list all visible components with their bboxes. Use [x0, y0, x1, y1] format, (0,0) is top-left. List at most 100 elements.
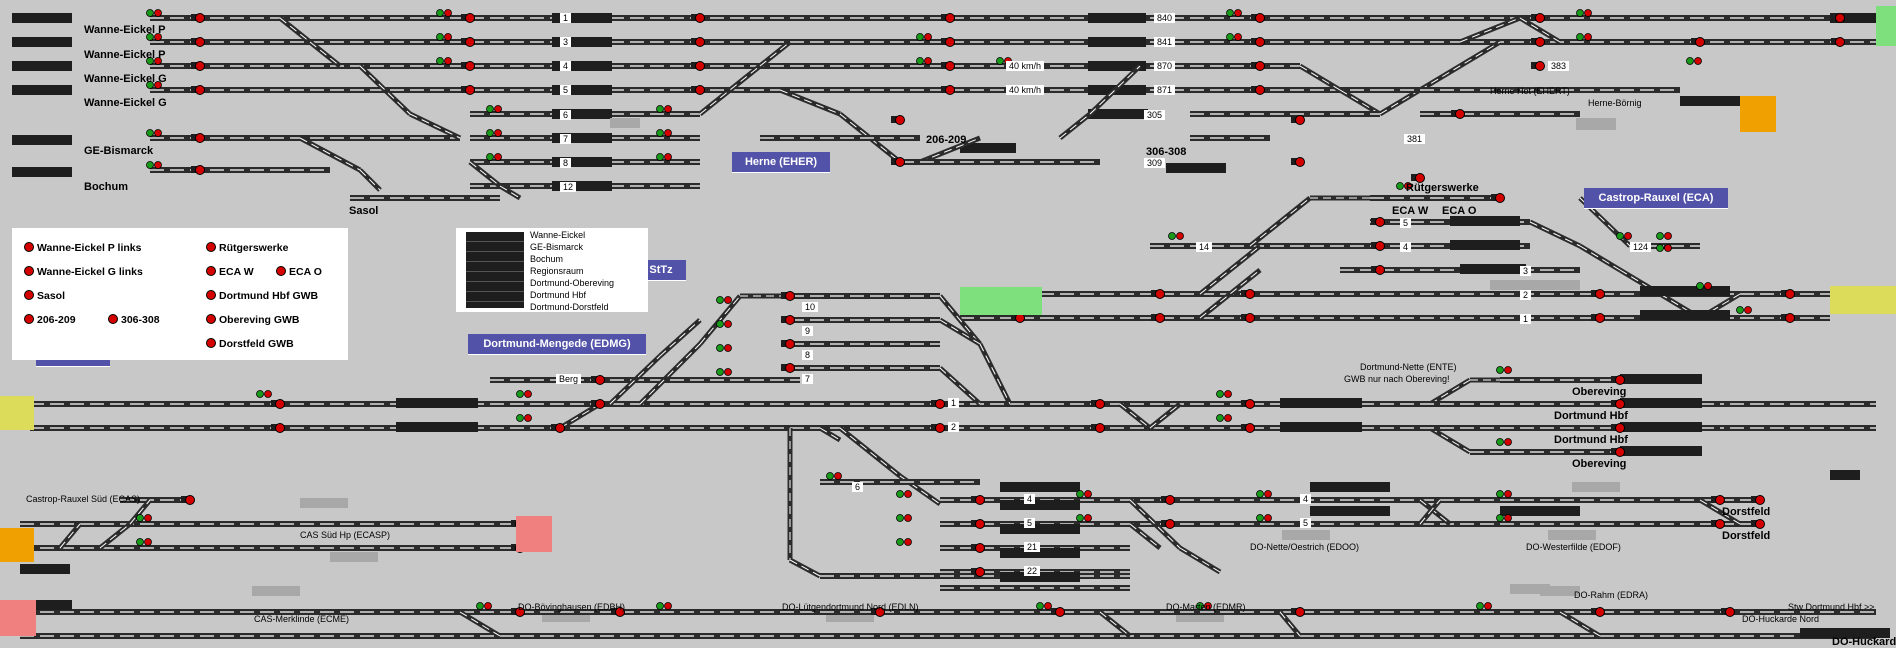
- signal-green-icon[interactable]: [486, 153, 494, 161]
- station-herne[interactable]: Herne (EHER): [732, 152, 830, 173]
- block-section[interactable]: [552, 13, 612, 23]
- block-section[interactable]: [1166, 163, 1226, 173]
- signal-icon[interactable]: [945, 13, 955, 23]
- signal-icon[interactable]: [1615, 423, 1625, 433]
- track-number-tag[interactable]: 9: [802, 326, 814, 336]
- track-number-tag[interactable]: 7: [560, 134, 572, 144]
- signal-green-icon[interactable]: [716, 344, 724, 352]
- block-section[interactable]: [552, 109, 612, 119]
- signal-icon[interactable]: [1835, 13, 1845, 23]
- track-number-tag[interactable]: 381: [1404, 134, 1426, 144]
- signal-red-icon[interactable]: [524, 414, 532, 422]
- signal-red-icon[interactable]: [154, 57, 162, 65]
- signal-green-icon[interactable]: [1496, 366, 1504, 374]
- signal-red-icon[interactable]: [1224, 414, 1232, 422]
- signal-red-icon[interactable]: [1504, 438, 1512, 446]
- signal-icon[interactable]: [785, 291, 795, 301]
- signal-red-icon[interactable]: [1664, 232, 1672, 240]
- block-section[interactable]: [1280, 398, 1362, 408]
- signal-green-icon[interactable]: [1256, 514, 1264, 522]
- signal-red-icon[interactable]: [494, 105, 502, 113]
- signal-green-icon[interactable]: [436, 33, 444, 41]
- block-section[interactable]: [1310, 506, 1390, 516]
- exit-box-green-mid[interactable]: [960, 287, 1042, 315]
- signal-red-icon[interactable]: [664, 105, 672, 113]
- signal-icon[interactable]: [1245, 399, 1255, 409]
- signal-red-icon[interactable]: [1484, 602, 1492, 610]
- block-section[interactable]: [12, 13, 72, 23]
- signal-red-icon[interactable]: [1584, 33, 1592, 41]
- signal-icon[interactable]: [195, 85, 205, 95]
- track-number-tag[interactable]: 870: [1154, 61, 1176, 71]
- block-section[interactable]: [1500, 506, 1580, 516]
- signal-green-icon[interactable]: [1496, 490, 1504, 498]
- block-section[interactable]: [1088, 13, 1146, 23]
- signal-icon[interactable]: [1715, 495, 1725, 505]
- permission-dorstfeld-gwb[interactable]: Dorstfeld GWB: [206, 338, 294, 350]
- signal-icon[interactable]: [1155, 289, 1165, 299]
- signal-green-icon[interactable]: [1736, 306, 1744, 314]
- track-number-tag[interactable]: 1: [1520, 314, 1532, 324]
- exit-box-ecasp-pink[interactable]: [516, 516, 552, 552]
- block-section[interactable]: [1000, 482, 1080, 492]
- signal-red-icon[interactable]: [664, 602, 672, 610]
- signal-green-icon[interactable]: [516, 414, 524, 422]
- block-section[interactable]: [1088, 61, 1146, 71]
- signal-icon[interactable]: [1595, 607, 1605, 617]
- signal-icon[interactable]: [465, 61, 475, 71]
- block-section[interactable]: [552, 157, 612, 167]
- signal-red-icon[interactable]: [1664, 244, 1672, 252]
- signal-red-icon[interactable]: [524, 390, 532, 398]
- signal-icon[interactable]: [1535, 37, 1545, 47]
- signal-icon[interactable]: [975, 543, 985, 553]
- track-number-tag[interactable]: 22: [1024, 566, 1041, 576]
- signal-red-icon[interactable]: [834, 472, 842, 480]
- block-section[interactable]: [12, 135, 72, 145]
- signal-red-icon[interactable]: [1504, 366, 1512, 374]
- signal-green-icon[interactable]: [896, 538, 904, 546]
- signal-red-icon[interactable]: [724, 344, 732, 352]
- track-number-tag[interactable]: Berg: [556, 374, 582, 384]
- block-section[interactable]: [396, 398, 478, 408]
- signal-red-icon[interactable]: [904, 490, 912, 498]
- block-section[interactable]: [1680, 96, 1740, 106]
- signal-red-icon[interactable]: [1264, 490, 1272, 498]
- signal-green-icon[interactable]: [436, 9, 444, 17]
- track-number-tag[interactable]: 5: [1400, 218, 1412, 228]
- signal-icon[interactable]: [595, 399, 605, 409]
- signal-red-icon[interactable]: [1744, 306, 1752, 314]
- signal-green-icon[interactable]: [1076, 490, 1084, 498]
- signal-icon[interactable]: [195, 133, 205, 143]
- signal-green-icon[interactable]: [146, 9, 154, 17]
- signal-icon[interactable]: [1245, 313, 1255, 323]
- block-section[interactable]: [960, 143, 1016, 153]
- block-section[interactable]: [12, 85, 72, 95]
- signal-green-icon[interactable]: [916, 57, 924, 65]
- signal-green-icon[interactable]: [486, 129, 494, 137]
- track-number-tag[interactable]: 841: [1154, 37, 1176, 47]
- signal-red-icon[interactable]: [1084, 490, 1092, 498]
- block-section[interactable]: [552, 61, 612, 71]
- signal-icon[interactable]: [1785, 289, 1795, 299]
- signal-icon[interactable]: [1255, 61, 1265, 71]
- signal-green-icon[interactable]: [1226, 33, 1234, 41]
- signal-icon[interactable]: [935, 423, 945, 433]
- track-number-tag[interactable]: 2: [1520, 290, 1532, 300]
- signal-icon[interactable]: [465, 13, 475, 23]
- signal-icon[interactable]: [695, 61, 705, 71]
- signal-icon[interactable]: [1415, 173, 1425, 183]
- signal-red-icon[interactable]: [1234, 9, 1242, 17]
- signal-icon[interactable]: [875, 607, 885, 617]
- signal-icon[interactable]: [785, 315, 795, 325]
- track-number-tag[interactable]: 2: [948, 422, 960, 432]
- exit-box-herne-boernig[interactable]: [1740, 96, 1776, 132]
- signal-red-icon[interactable]: [1504, 514, 1512, 522]
- track-number-tag[interactable]: 4: [1024, 494, 1036, 504]
- signal-red-icon[interactable]: [924, 33, 932, 41]
- track-number-tag[interactable]: 8: [560, 158, 572, 168]
- signal-icon[interactable]: [1755, 495, 1765, 505]
- signal-green-icon[interactable]: [716, 296, 724, 304]
- signal-red-icon[interactable]: [1704, 282, 1712, 290]
- block-section[interactable]: [552, 37, 612, 47]
- track-number-tag[interactable]: 309: [1144, 158, 1166, 168]
